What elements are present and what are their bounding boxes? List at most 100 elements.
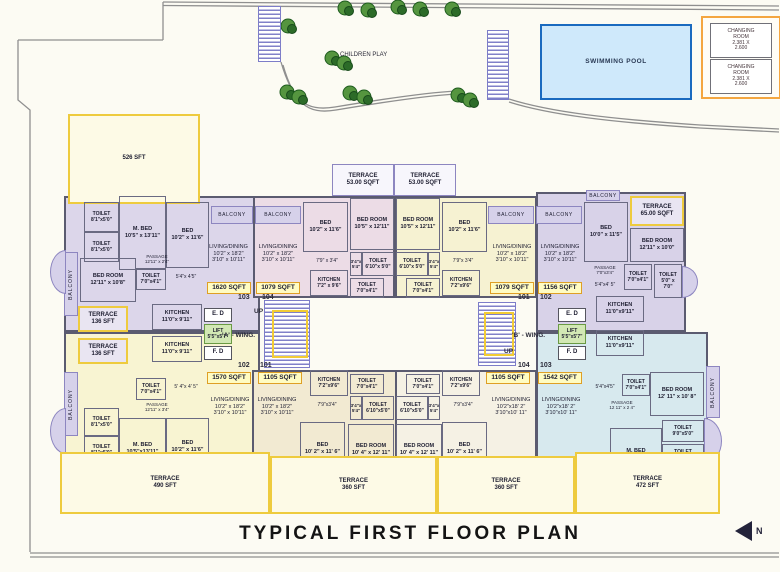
tree-icon (342, 85, 359, 101)
north-arrow: N (735, 521, 763, 541)
a103-balcony-left: BALCONY (64, 252, 78, 316)
b102-balcony: BALCONY (536, 206, 582, 224)
tree-icon (337, 0, 354, 16)
changing-room-line: 2.381 X (732, 75, 750, 82)
a102-balcony-left: BALCONY (64, 372, 78, 436)
swimming-pool-label: SWIMMING POOL (585, 58, 647, 66)
a103-curve-balcony (50, 250, 66, 294)
changing-room-1: CHANGING ROOM 2.381 X 2.600 (710, 23, 772, 58)
flat-number-b103: 103 (540, 362, 552, 369)
tree-icon (356, 89, 373, 105)
children-play-label: CHILDREN PLAY (340, 52, 388, 58)
fd-a: F. D (204, 346, 232, 360)
a104-balcony: BALCONY (255, 206, 301, 224)
tree-icon (336, 55, 353, 71)
b101-dress: 7'9"x 3'4" (452, 258, 474, 264)
ed-b: E. D (558, 308, 586, 322)
changing-room-line: 2.381 X (732, 39, 750, 46)
flat-b101 (395, 196, 537, 298)
a101-sqft-label: 1105 SQFT (258, 372, 302, 384)
b104-sqft-label: 1105 SQFT (486, 372, 530, 384)
changing-room-line: 2.600 (734, 45, 748, 52)
tree-icon (390, 0, 407, 15)
site-stair-upper (258, 6, 281, 62)
changing-room-line: 2.600 (734, 81, 748, 88)
b103-store: 5'4"x4'5" (595, 384, 615, 390)
a102-sqft-label: 1570 SQFT (207, 372, 251, 384)
b101-balcony: BALCONY (488, 206, 534, 224)
flat-number-b102: 102 (540, 294, 552, 301)
a102-store: 5' 4"x 4' 5" (174, 384, 198, 390)
a103-sqft-label: 1620 SQFT (207, 282, 251, 294)
up-label-a: UP (254, 308, 264, 315)
site-stair-lower (487, 30, 509, 100)
changing-room-line: CHANGING (727, 28, 755, 34)
tree-icon (412, 1, 429, 17)
flat-number-a104: 104 (262, 294, 274, 301)
tree-icon (462, 92, 479, 108)
b104-dress: 7'9"x3'4" (453, 402, 473, 408)
b102-balcony-top: BALCONY (586, 190, 620, 201)
a103-balcony: BALCONY (211, 206, 253, 224)
changing-room-2: CHANGING ROOM 2.381 X 2.600 (710, 59, 772, 94)
flat-number-b104: 104 (518, 362, 530, 369)
changing-room-line: ROOM (733, 33, 749, 40)
a101-dress: 7'9"x3'4" (317, 402, 337, 408)
north-arrow-icon (735, 521, 752, 541)
swimming-pool: SWIMMING POOL (540, 24, 692, 100)
fd-b: F. D (558, 346, 586, 360)
tree-icon (360, 2, 377, 18)
